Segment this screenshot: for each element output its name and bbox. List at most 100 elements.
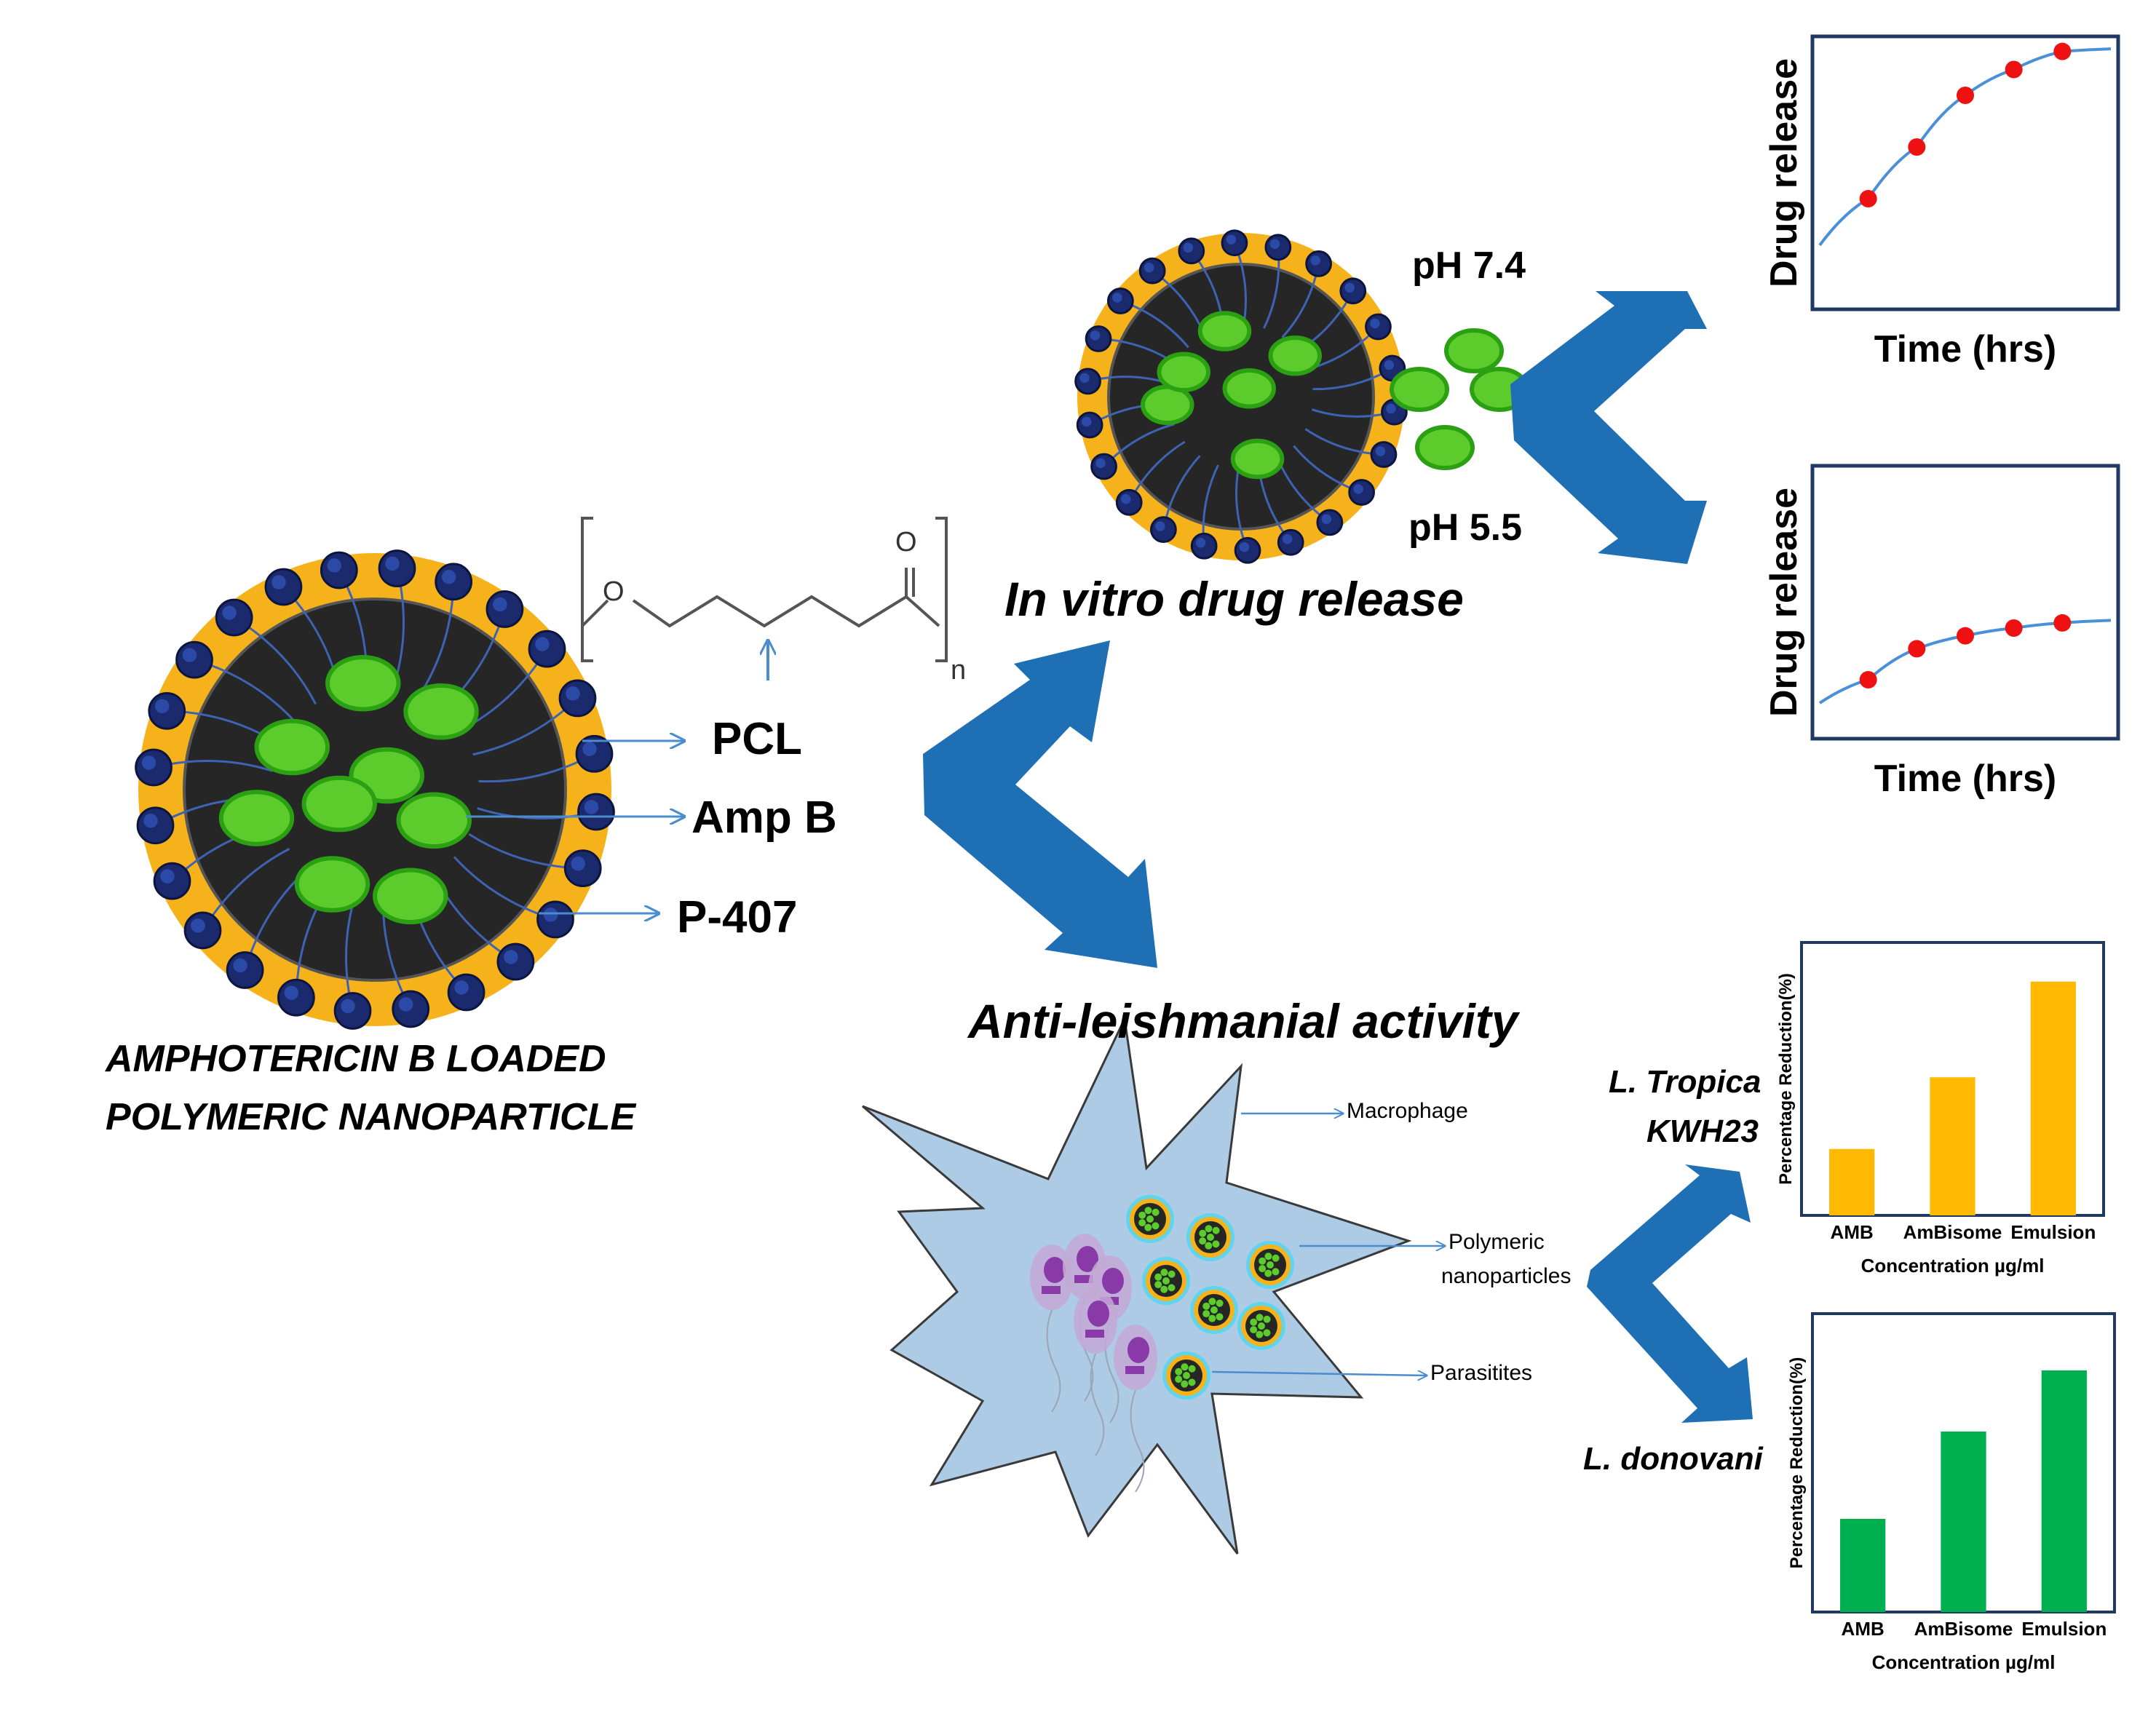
polymer-head-shine <box>441 570 456 584</box>
y-axis-label: Percentage Reduction(%) <box>1776 973 1796 1185</box>
category-label: AMB <box>1831 1221 1874 1243</box>
data-point <box>1908 138 1926 156</box>
mini-np-drug <box>1256 1314 1264 1322</box>
species2-label: L. donovani <box>1583 1441 1763 1477</box>
bar <box>1930 1077 1975 1215</box>
polymer-head-shine <box>571 856 585 871</box>
mini-np-drug <box>1154 1281 1162 1289</box>
mini-np-drug <box>1264 1269 1272 1277</box>
polymer-head-shine <box>1079 373 1090 384</box>
mini-np-drug <box>1259 1257 1267 1265</box>
polymer-head-shine <box>1384 360 1395 370</box>
branch-arrow-activity <box>1587 1164 1753 1423</box>
polymer-head-shine <box>1183 242 1194 253</box>
mini-np-drug <box>1272 1254 1280 1262</box>
activity-title: Anti-leishmanial activity <box>968 994 1518 1048</box>
x-axis-label: Time (hrs) <box>1874 328 2056 370</box>
nanoparticle-title-line1: AMPHOTERICIN B LOADED <box>106 1038 606 1080</box>
bar <box>1829 1148 1875 1215</box>
mini-nanoparticle <box>1142 1257 1190 1305</box>
drug-molecule <box>1222 368 1276 409</box>
polymer-head-shine <box>504 950 518 964</box>
mini-np-drug <box>1188 1378 1196 1386</box>
bar <box>2030 981 2076 1215</box>
category-label: AmBisome <box>1903 1221 2002 1243</box>
mini-np-drug <box>1207 1234 1214 1241</box>
polymer-head-shine <box>385 556 400 571</box>
parasite-kinetoplast <box>1085 1330 1104 1338</box>
mini-np-drug <box>1154 1273 1162 1281</box>
polymer-head-shine <box>566 686 580 701</box>
polymer-head-shine <box>272 575 286 589</box>
drug-molecule <box>254 718 330 776</box>
parasite-flagellum <box>1090 1353 1105 1456</box>
mini-np-drug <box>1202 1310 1210 1318</box>
mini-np-drug <box>1160 1285 1168 1293</box>
polymer-head-shine <box>1120 493 1131 504</box>
mini-np-drug <box>1272 1268 1280 1276</box>
polymer-head-shine <box>233 958 247 973</box>
parasite-kinetoplast <box>1125 1366 1144 1374</box>
mini-np-drug <box>1162 1277 1170 1285</box>
pcl-structure <box>581 517 948 680</box>
mini-np-drug <box>1216 1313 1224 1321</box>
data-point <box>1859 671 1877 688</box>
branch-arrow-main <box>923 640 1157 968</box>
mini-np-drug <box>1256 1330 1264 1338</box>
x-axis-label: Time (hrs) <box>1874 758 2056 800</box>
mini-np-drug <box>1267 1261 1274 1269</box>
polymer-head-shine <box>1112 293 1122 303</box>
nanoparticle-title-line2: POLYMERIC NANOPARTICLE <box>106 1096 636 1138</box>
polymer-head-shine <box>1239 542 1250 552</box>
parasite-nucleus <box>1087 1301 1109 1327</box>
parasite-nucleus <box>1102 1268 1124 1294</box>
mini-np-drug <box>1250 1318 1258 1326</box>
nanoparticles-label-line2: nanoparticles <box>1441 1264 1572 1288</box>
pcl-label: PCL <box>712 714 802 764</box>
data-point <box>2053 614 2072 632</box>
polymer-head-shine <box>327 558 342 573</box>
ampb-label: Amp B <box>691 793 837 843</box>
polymer-head-shine <box>1344 282 1355 293</box>
parasite-flagellum <box>1046 1309 1061 1413</box>
drug-molecule <box>1390 367 1449 412</box>
polymer-head-shine <box>1195 538 1206 548</box>
category-label: AmBisome <box>1914 1618 2013 1640</box>
polymer-head-shine <box>284 985 299 1000</box>
mini-np-drug <box>1210 1306 1218 1314</box>
mini-nanoparticle <box>1237 1302 1285 1350</box>
mini-np-drug <box>1199 1237 1207 1245</box>
data-point <box>1859 190 1877 207</box>
drug-molecule <box>1444 328 1504 373</box>
mini-np-drug <box>1144 1223 1152 1231</box>
polymer-head-shine <box>155 699 170 714</box>
polymer-head-shine <box>191 918 205 933</box>
polymer-head-shine <box>493 597 507 612</box>
mini-np-drug <box>1199 1229 1207 1237</box>
parasite-nucleus <box>1127 1337 1149 1363</box>
mini-np-drug <box>1168 1270 1176 1278</box>
polymer-head-shine <box>535 637 550 651</box>
mini-np-drug <box>1205 1225 1213 1233</box>
macrophage-label: Macrophage <box>1347 1099 1468 1123</box>
data-point <box>1957 87 1974 104</box>
mini-nanoparticle <box>1190 1286 1238 1334</box>
polymer-head-shine <box>1155 521 1165 531</box>
polymer-head-shine <box>341 999 355 1014</box>
mini-np-drug <box>1175 1375 1183 1384</box>
mini-np-drug <box>1160 1269 1168 1277</box>
mini-np-drug <box>1152 1208 1160 1216</box>
p407-label: P-407 <box>677 892 798 942</box>
polymer-head-shine <box>582 742 597 757</box>
polymer-head-shine <box>1386 403 1396 414</box>
species1-line1: L. Tropica <box>1609 1064 1761 1100</box>
nanoparticle-small <box>1074 229 1408 564</box>
mini-np-drug <box>1205 1242 1213 1250</box>
mini-np-drug <box>1181 1380 1189 1388</box>
polymer-head-shine <box>584 800 599 814</box>
mini-np-drug <box>1264 1253 1272 1261</box>
drug-molecule <box>325 655 401 712</box>
